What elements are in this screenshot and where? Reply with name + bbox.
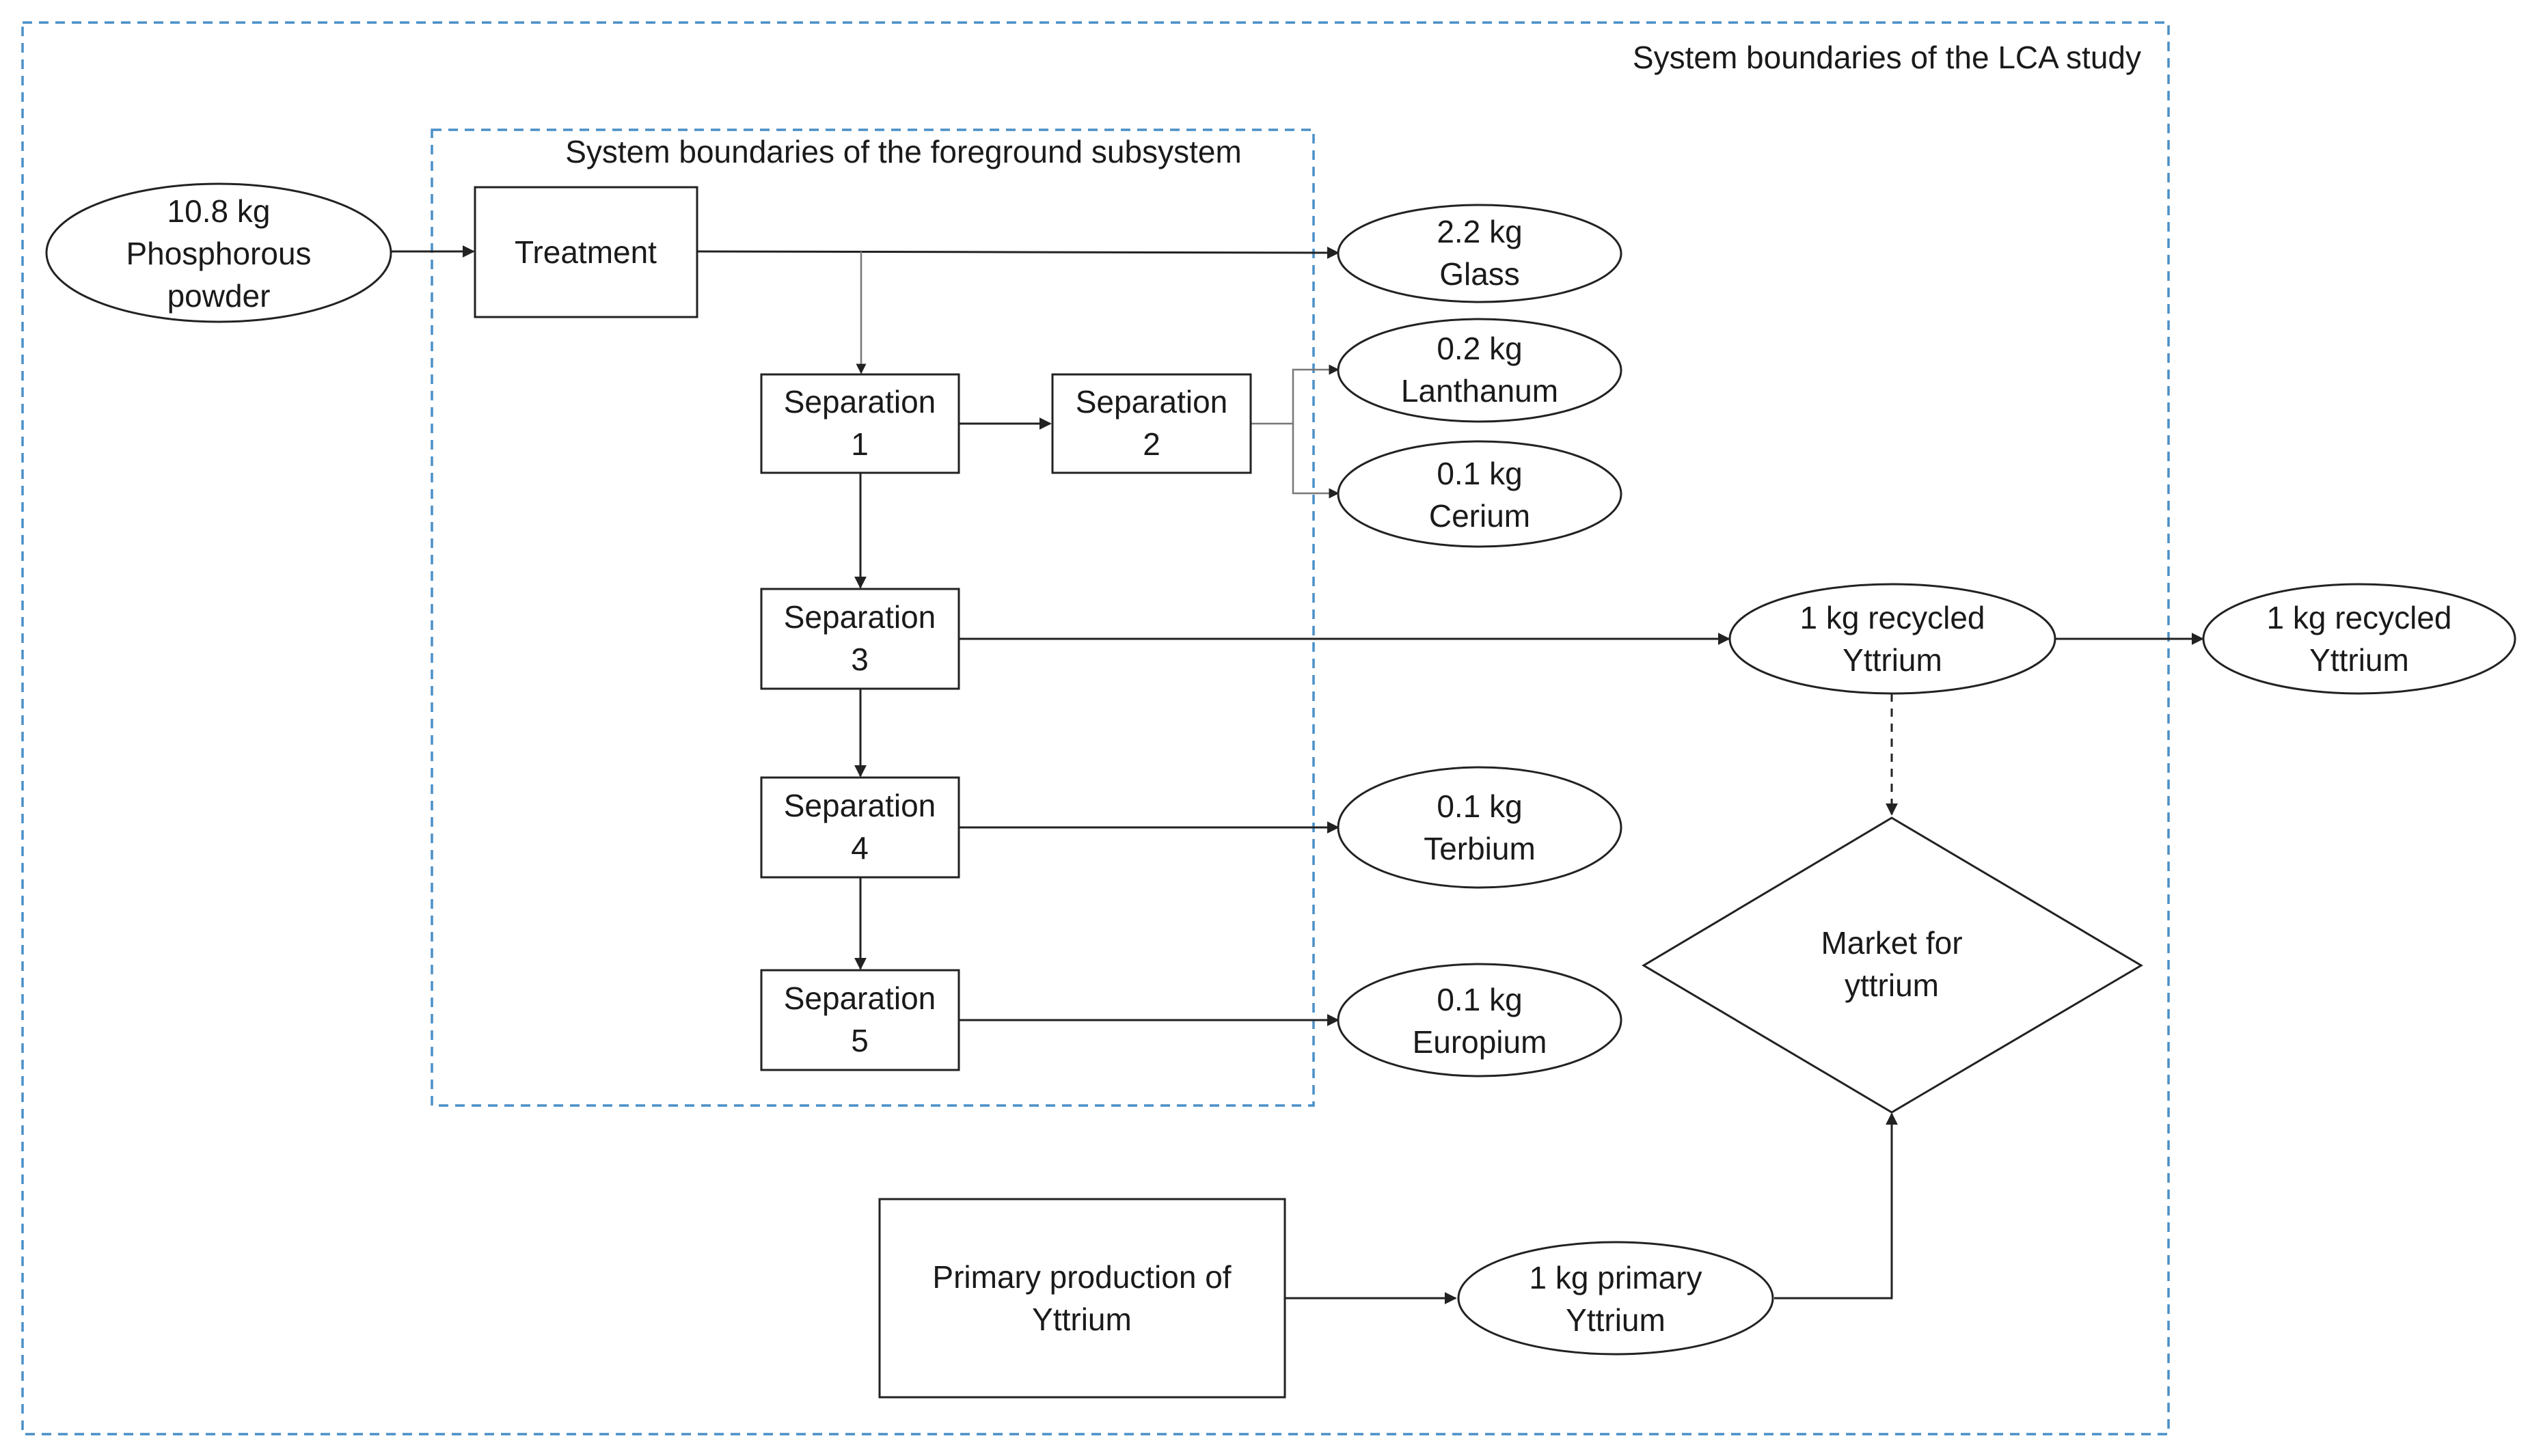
node-cerium: 0.1 kg Cerium xyxy=(1337,440,1622,548)
separation-2-box xyxy=(1051,373,1252,474)
glass-label-line1: 2.2 kg xyxy=(1437,214,1522,249)
primary-yttrium-label-line1: 1 kg primary xyxy=(1529,1260,1702,1295)
node-glass: 2.2 kg Glass xyxy=(1337,204,1622,303)
separation-2-label-line1: Separation xyxy=(1076,384,1228,420)
glass-ellipse xyxy=(1337,204,1622,303)
primary-production-box xyxy=(878,1198,1286,1399)
recycled-inner-label-line2: Yttrium xyxy=(1843,642,1942,678)
primary-yttrium-ellipse xyxy=(1457,1241,1774,1356)
europium-ellipse xyxy=(1337,963,1622,1077)
separation-2-label-line2: 2 xyxy=(1143,426,1160,462)
terbium-label-line2: Terbium xyxy=(1424,831,1536,866)
edge-treatment-to-glass xyxy=(696,246,1340,259)
input-label-line2: Phosphorous xyxy=(126,236,311,271)
node-recycled-yttrium-inner: 1 kg recycled Yttrium xyxy=(1728,583,2056,695)
node-separation-3: Separation 3 xyxy=(760,588,960,690)
separation-5-box xyxy=(760,969,960,1071)
edges xyxy=(391,245,2204,1304)
input-label-line3: powder xyxy=(167,278,271,314)
separation-4-label-line1: Separation xyxy=(784,788,936,823)
foreground-boundary-label: System boundaries of the foreground subs… xyxy=(565,134,1242,169)
node-separation-2: Separation 2 xyxy=(1051,373,1252,474)
node-market: Market for yttrium xyxy=(1642,816,2143,1114)
node-primary-production: Primary production of Yttrium xyxy=(878,1198,1286,1399)
separation-3-box xyxy=(760,588,960,690)
europium-label-line2: Europium xyxy=(1413,1024,1547,1060)
primary-production-label-line2: Yttrium xyxy=(1032,1302,1132,1337)
primary-yttrium-label-line2: Yttrium xyxy=(1566,1302,1666,1338)
separation-4-label-line2: 4 xyxy=(851,830,869,866)
primary-production-label-line1: Primary production of xyxy=(932,1259,1231,1295)
node-terbium: 0.1 kg Terbium xyxy=(1337,766,1622,889)
node-separation-1: Separation 1 xyxy=(760,373,960,474)
separation-5-label-line1: Separation xyxy=(784,980,936,1016)
lca-study-boundary-label: System boundaries of the LCA study xyxy=(1633,40,2141,75)
europium-label-line1: 0.1 kg xyxy=(1437,982,1522,1017)
terbium-ellipse xyxy=(1337,766,1622,889)
separation-4-box xyxy=(760,776,960,879)
input-label-line1: 10.8 kg xyxy=(167,193,271,229)
separation-3-label-line1: Separation xyxy=(784,599,936,635)
terbium-label-line1: 0.1 kg xyxy=(1437,788,1522,824)
node-treatment: Treatment xyxy=(474,186,698,318)
market-label-line1: Market for xyxy=(1821,925,1962,961)
recycled-outer-ellipse xyxy=(2202,583,2516,695)
foreground-boundary xyxy=(431,128,1315,1107)
node-europium: 0.1 kg Europium xyxy=(1337,963,1622,1077)
node-separation-5: Separation 5 xyxy=(760,969,960,1071)
cerium-ellipse xyxy=(1337,440,1622,548)
lca-study-boundary xyxy=(21,21,2170,1436)
treatment-box xyxy=(474,186,698,318)
treatment-label: Treatment xyxy=(515,234,657,270)
node-primary-yttrium: 1 kg primary Yttrium xyxy=(1457,1241,1774,1356)
separation-1-label-line1: Separation xyxy=(784,384,936,420)
input-ellipse xyxy=(45,182,392,323)
market-label-line2: yttrium xyxy=(1845,967,1939,1003)
node-lanthanum: 0.2 kg Lanthanum xyxy=(1337,318,1622,423)
node-recycled-yttrium-outer: 1 kg recycled Yttrium xyxy=(2202,583,2516,695)
cerium-label-line1: 0.1 kg xyxy=(1437,456,1522,491)
recycled-inner-ellipse xyxy=(1728,583,2056,695)
separation-3-label-line2: 3 xyxy=(851,642,869,677)
recycled-outer-label-line2: Yttrium xyxy=(2309,642,2409,678)
market-diamond xyxy=(1642,816,2143,1114)
lanthanum-label-line2: Lanthanum xyxy=(1401,373,1558,409)
edge-primary-yttrium-to-market xyxy=(1774,1112,1898,1300)
edge-sep2-to-lanthanum xyxy=(1251,364,1340,425)
lanthanum-ellipse xyxy=(1337,318,1622,423)
separation-5-label-line2: 5 xyxy=(851,1023,869,1058)
node-separation-4: Separation 4 xyxy=(760,776,960,879)
edge-sep2-to-cerium xyxy=(1292,424,1340,499)
recycled-outer-label-line1: 1 kg recycled xyxy=(2266,600,2451,635)
glass-label-line2: Glass xyxy=(1439,256,1520,292)
recycled-inner-label-line1: 1 kg recycled xyxy=(1799,600,1985,635)
cerium-label-line2: Cerium xyxy=(1429,498,1530,534)
separation-1-box xyxy=(760,373,960,474)
separation-1-label-line2: 1 xyxy=(851,426,869,462)
node-input: 10.8 kg Phosphorous powder xyxy=(45,182,392,323)
lanthanum-label-line1: 0.2 kg xyxy=(1437,331,1522,366)
